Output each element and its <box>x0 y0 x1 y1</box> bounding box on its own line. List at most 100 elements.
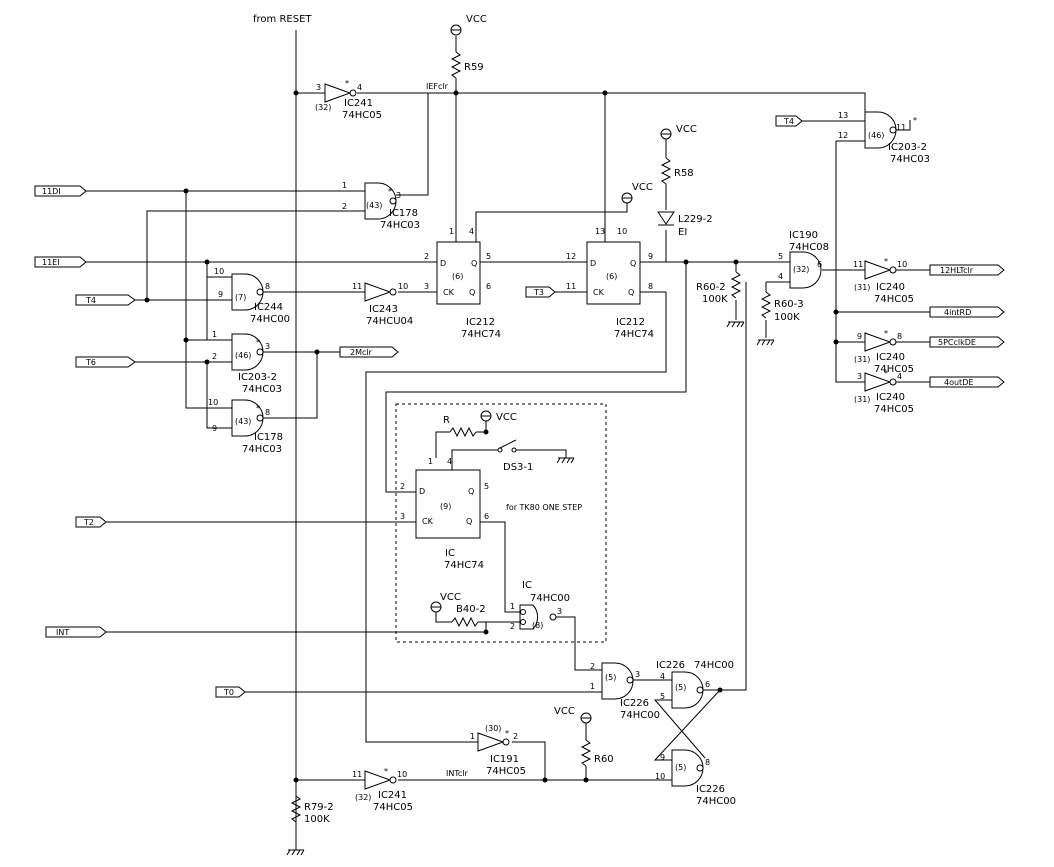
svg-text:11: 11 <box>566 282 576 291</box>
nand-ic226-b: 4 5 6 (5) IC226 74HC00 <box>656 660 734 709</box>
svg-text:L229-2: L229-2 <box>678 214 713 225</box>
svg-text:IC226: IC226 <box>620 698 649 709</box>
svg-text:8: 8 <box>265 408 270 417</box>
svg-text:11DI: 11DI <box>42 187 61 196</box>
svg-text:IC: IC <box>445 548 455 559</box>
svg-text:IC190: IC190 <box>789 230 818 241</box>
svg-text:2: 2 <box>513 732 518 741</box>
inverter-ic191: 1 (30) * 2 IC191 74HC05 <box>470 724 526 777</box>
port-11ei: 11EI <box>34 256 87 268</box>
svg-text:12: 12 <box>838 131 848 140</box>
svg-text:3: 3 <box>635 670 640 679</box>
svg-text:(6): (6) <box>606 272 617 281</box>
svg-text:IC178: IC178 <box>389 208 418 219</box>
svg-text:*: * <box>505 729 509 738</box>
junctions <box>144 90 839 783</box>
svg-text:B40-2: B40-2 <box>456 604 486 615</box>
svg-text:11: 11 <box>896 123 906 132</box>
svg-text:74HC05: 74HC05 <box>342 110 382 121</box>
svg-text:2: 2 <box>400 482 405 491</box>
svg-text:100K: 100K <box>774 312 800 323</box>
svg-text:(5): (5) <box>675 683 686 692</box>
svg-text:D: D <box>590 259 596 268</box>
svg-text:IC240: IC240 <box>876 392 905 403</box>
svg-text:74HC00: 74HC00 <box>620 710 660 721</box>
svg-text:74HC00: 74HC00 <box>250 314 290 325</box>
svg-text:74HC03: 74HC03 <box>890 154 930 165</box>
svg-text:(32): (32) <box>355 793 371 802</box>
intclr-label: INTclr <box>446 769 468 778</box>
svg-text:10: 10 <box>397 770 407 779</box>
svg-text:R60-2: R60-2 <box>696 282 726 293</box>
port-t3: T3 <box>525 286 556 298</box>
ground-symbol-r60-3 <box>756 339 775 346</box>
svg-text:(5): (5) <box>675 763 686 772</box>
svg-text:*: * <box>884 329 888 338</box>
svg-text:13: 13 <box>595 227 605 236</box>
resistor-r79-2: R79-2 100K <box>290 795 334 825</box>
onestep-dashed-box <box>395 403 607 643</box>
resistor-r60: R60 <box>580 739 614 767</box>
svg-text:Q: Q <box>471 259 477 268</box>
nand-ic203-right: 13 12 * 11 (46) IC203-2 74HC03 <box>838 111 930 165</box>
svg-text:DS3-1: DS3-1 <box>503 462 533 473</box>
svg-text:D: D <box>440 259 446 268</box>
svg-text:R: R <box>443 415 450 426</box>
svg-text:EI: EI <box>678 227 687 238</box>
svg-text:10: 10 <box>214 267 224 276</box>
svg-text:(5): (5) <box>605 673 616 682</box>
svg-text:74HC00: 74HC00 <box>694 660 734 671</box>
svg-text:IC240: IC240 <box>876 352 905 363</box>
svg-text:*: * <box>913 116 917 125</box>
svg-text:4: 4 <box>447 457 452 466</box>
svg-text:4: 4 <box>469 227 474 236</box>
svg-text:74HC03: 74HC03 <box>380 220 420 231</box>
svg-text:IC: IC <box>522 580 532 591</box>
svg-text:74HC74: 74HC74 <box>444 560 484 571</box>
svg-text:*: * <box>256 338 260 347</box>
inverter-ic241-bottom: 11 * 10 (32) IC241 74HC05 <box>352 767 413 813</box>
inverter-ic240-c: 3 * 4 (31) IC240 74HC05 <box>854 369 914 415</box>
inverter-ic241-top: 3 * 4 (32) IC241 74HC05 <box>315 79 382 121</box>
svg-text:10: 10 <box>208 398 218 407</box>
svg-text:Q: Q <box>630 259 636 268</box>
svg-text:R60-3: R60-3 <box>774 299 804 310</box>
svg-text:CK: CK <box>593 288 605 297</box>
svg-text:3: 3 <box>396 191 401 200</box>
iefclr-label: IEFclr <box>426 82 449 91</box>
svg-text:IC203-2: IC203-2 <box>888 142 927 153</box>
svg-text:IC212: IC212 <box>616 317 645 328</box>
svg-text:5: 5 <box>778 252 783 261</box>
svg-text:VCC: VCC <box>440 592 461 603</box>
svg-text:3: 3 <box>557 607 562 616</box>
svg-text:74HC05: 74HC05 <box>874 404 914 415</box>
svg-text:*: * <box>388 187 392 196</box>
svg-text:1: 1 <box>212 330 217 339</box>
svg-text:100K: 100K <box>304 814 330 825</box>
vcc-symbol-r59: VCC <box>450 14 487 36</box>
svg-text:(32): (32) <box>793 265 809 274</box>
svg-text:3: 3 <box>424 282 429 291</box>
svg-text:*: * <box>345 79 349 88</box>
svg-text:13: 13 <box>838 111 848 120</box>
svg-text:6: 6 <box>817 260 822 269</box>
resistor-r: R <box>443 415 477 438</box>
nand-ic244: 10 9 8 (7) IC244 74HC00 <box>214 267 290 325</box>
svg-text:9: 9 <box>857 332 862 341</box>
led-l229: L229-2 EI <box>657 211 713 238</box>
port-t6: T6 <box>75 356 136 368</box>
svg-text:1: 1 <box>590 682 595 691</box>
svg-text:10: 10 <box>655 772 665 781</box>
svg-text:74HC03: 74HC03 <box>242 384 282 395</box>
svg-text:74HC74: 74HC74 <box>461 329 501 340</box>
svg-text:74HC05: 74HC05 <box>874 294 914 305</box>
svg-text:2: 2 <box>510 622 515 631</box>
svg-text:10: 10 <box>398 282 408 291</box>
svg-text:8: 8 <box>648 282 653 291</box>
svg-text:IC243: IC243 <box>369 304 398 315</box>
svg-text:(30): (30) <box>485 724 501 733</box>
svg-text:74HC03: 74HC03 <box>242 444 282 455</box>
svg-text:11: 11 <box>853 260 863 269</box>
nand-ic203-left: 1 2 * 3 (46) IC203-2 74HC03 <box>212 330 282 395</box>
svg-text:R59: R59 <box>464 62 484 73</box>
